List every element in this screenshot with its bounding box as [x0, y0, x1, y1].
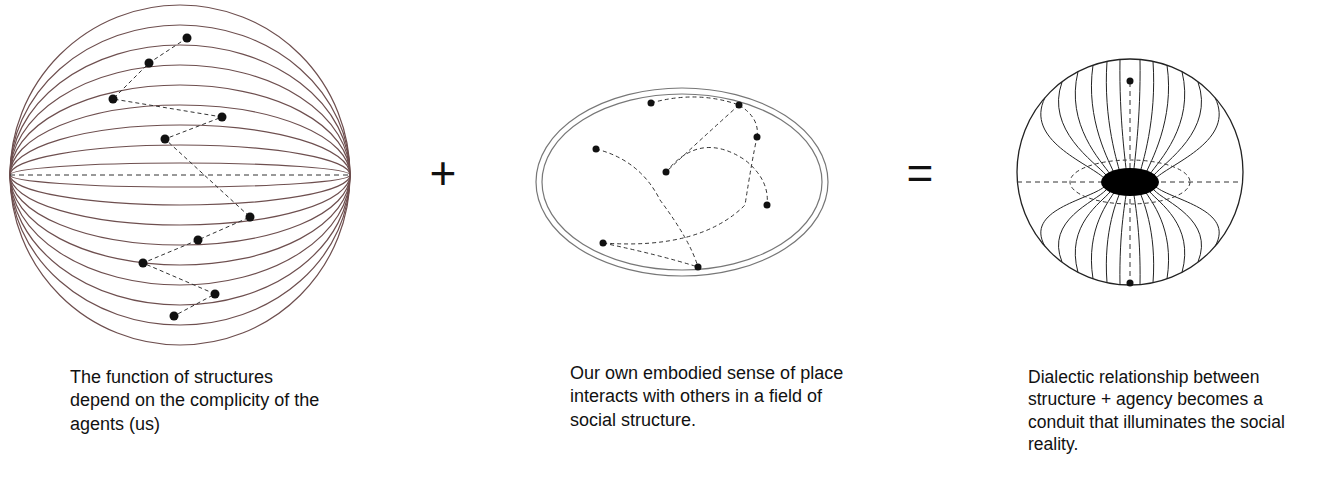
orbit-ellipse: [1070, 160, 1190, 204]
latitude-arc: [10, 45, 350, 305]
agent-dot: [695, 264, 702, 271]
pole-dot: [1127, 78, 1134, 85]
operator-symbol: +: [418, 150, 468, 196]
field-line: [1041, 98, 1104, 178]
agent-dot: [593, 146, 600, 153]
agent-dot: [600, 240, 607, 247]
field-line: [1059, 82, 1106, 175]
field-line: [1075, 192, 1110, 272]
field-line: [1091, 65, 1115, 175]
field-line: [1145, 65, 1169, 175]
field-line: [1133, 188, 1140, 285]
agent-dots: [109, 34, 255, 321]
agent-dot: [211, 290, 220, 299]
agent-dot: [764, 202, 771, 209]
caption: Dialectic relationship between structure…: [1028, 366, 1316, 456]
agent-dot: [736, 102, 743, 109]
field-line: [1156, 187, 1219, 246]
pole-dot: [1127, 280, 1134, 287]
field-lines: [1041, 59, 1219, 284]
agent-dot: [246, 213, 255, 222]
field-line: [1106, 61, 1121, 176]
social-field: [536, 88, 828, 276]
field-line: [1120, 188, 1127, 285]
field-line: [1145, 191, 1169, 279]
relation-curve: [666, 148, 767, 206]
field-line: [1075, 72, 1110, 174]
agent-dot: [109, 95, 118, 104]
latitude-arc: [10, 105, 350, 245]
agent-dots: [593, 100, 771, 271]
agent-dot: [194, 236, 203, 245]
latitude-arc: [10, 25, 350, 325]
dialectic-sphere: [1017, 59, 1243, 287]
relation-curve: [603, 137, 757, 244]
sphere-outline: [1017, 59, 1243, 285]
relation-curve: [651, 97, 739, 105]
latitude-arc: [10, 65, 350, 285]
latitude-arc: [10, 85, 350, 265]
equator-line: [10, 175, 350, 176]
caption: Our own embodied sense of place interact…: [570, 362, 860, 432]
field-line: [1091, 191, 1115, 279]
sphere-outline: [10, 5, 350, 345]
field-outline: [536, 88, 828, 276]
relation-curve: [603, 243, 698, 267]
field-line: [1139, 61, 1154, 176]
latitude-arc: [10, 145, 350, 205]
agent-dot: [663, 169, 670, 176]
agent-dot: [754, 134, 761, 141]
field-outline: [542, 94, 822, 270]
agent-dot: [145, 59, 154, 68]
agent-dot: [139, 259, 148, 268]
structure-sphere: [10, 5, 350, 345]
latitude-arc: [10, 163, 350, 187]
field-line: [1150, 192, 1185, 272]
relation-curves: [596, 97, 767, 267]
relation-curve: [666, 105, 739, 172]
field-line: [1156, 98, 1219, 178]
field-line: [1041, 187, 1104, 246]
conduit-core: [1101, 168, 1159, 196]
agent-dot: [161, 135, 170, 144]
agent-path: [113, 38, 250, 316]
agent-dot: [648, 100, 655, 107]
caption: The function of structures depend on the…: [70, 366, 335, 436]
latitude-arc: [10, 125, 350, 225]
operator-symbol: =: [893, 150, 947, 196]
field-line: [1150, 72, 1185, 174]
relation-curve: [739, 105, 757, 137]
agent-dot: [183, 34, 192, 43]
agent-dot: [218, 113, 227, 122]
agent-dot: [170, 312, 179, 321]
relation-curve: [596, 149, 698, 267]
field-line: [1154, 82, 1201, 175]
